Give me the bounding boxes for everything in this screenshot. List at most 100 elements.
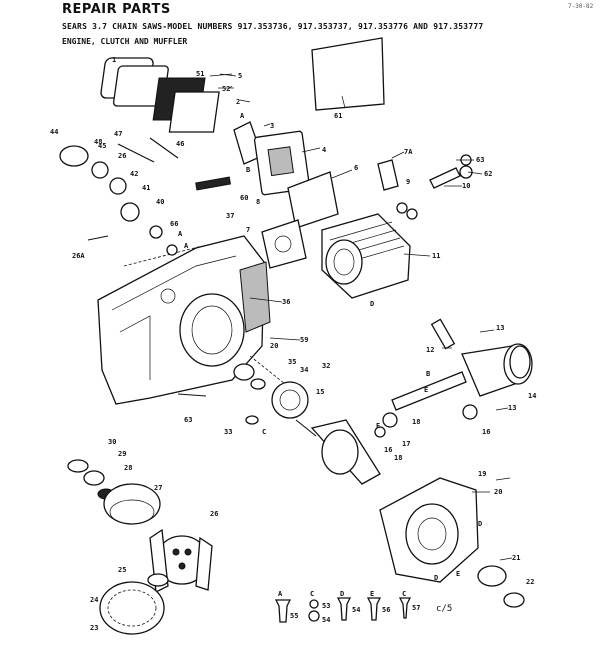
callout-c2: B <box>426 370 430 378</box>
callout-39: 41 <box>142 184 150 192</box>
instruction-card <box>311 37 385 111</box>
callout-23: 23 <box>90 624 98 632</box>
callout-57: 51 <box>196 70 204 78</box>
clutch-assembly <box>67 459 213 635</box>
callout-29: 29 <box>118 450 126 458</box>
callout-42: 44 <box>50 128 58 136</box>
callout-44: 46 <box>176 140 184 148</box>
callout-61: A <box>178 230 183 238</box>
callout-56: 52 <box>222 85 230 93</box>
callout-fast-a: A <box>278 590 283 598</box>
callout-c: D <box>370 300 374 308</box>
callout-b2: E <box>424 386 428 394</box>
page-title: REPAIR PARTS <box>62 2 171 17</box>
section-heading: ENGINE, CLUTCH AND MUFFLER <box>62 37 188 46</box>
callout-3: 3 <box>270 122 274 130</box>
callout-26a: 26A <box>72 252 85 260</box>
callout-55: 63 <box>476 156 484 164</box>
callout-26: 26 <box>118 152 126 160</box>
callout-51: 57 <box>412 604 420 612</box>
callout-fast-c: D <box>340 590 344 598</box>
callout-32: 34 <box>300 366 308 374</box>
fastener-legend <box>274 597 412 623</box>
callout-a: A <box>240 112 245 120</box>
callout-labels: 51 5 52 2 1 A 3 4 B 61 6 8 7 60 7A 9 63 … <box>50 56 536 632</box>
callout-48b: 54 <box>352 606 360 614</box>
callout-47: 48 <box>94 138 102 146</box>
spark-plug-assembly <box>377 154 473 220</box>
callout-13b: 13 <box>508 404 516 412</box>
callout-6: 6 <box>354 164 358 172</box>
callout-16a: 16 <box>482 428 490 436</box>
callout-fast-b: C <box>310 590 314 598</box>
callout-d4: E <box>456 570 460 578</box>
callout-d2: D <box>478 520 482 528</box>
callout-fast-d: E <box>370 590 374 598</box>
callout-49: 55 <box>290 612 298 620</box>
callout-21: 21 <box>512 554 520 562</box>
callout-62: A <box>184 242 189 250</box>
callout-26b: 26 <box>210 510 218 518</box>
callout-53: 61 <box>334 112 342 120</box>
callout-17: 17 <box>402 440 410 448</box>
callout-5: 5 <box>238 72 242 80</box>
callout-13a: 13 <box>496 324 504 332</box>
leader-lines <box>218 73 513 561</box>
callout-43: 45 <box>98 142 106 150</box>
callout-11: 11 <box>432 252 440 260</box>
callout-7: 7 <box>246 226 250 234</box>
callout-a2: B <box>246 166 250 174</box>
callout-15: 15 <box>316 388 324 396</box>
callout-10: 10 <box>462 182 470 190</box>
callout-31a: 32 <box>322 362 330 370</box>
callout-59: 63 <box>184 416 192 424</box>
callout-31b: 33 <box>224 428 232 436</box>
callout-40: 42 <box>130 170 138 178</box>
crankshaft-assembly <box>233 363 381 485</box>
callout-22: 20 <box>270 342 278 350</box>
callout-58: 59 <box>300 336 308 344</box>
callout-2: 2 <box>236 98 240 106</box>
callout-60: 66 <box>170 220 178 228</box>
callout-27: 27 <box>154 484 162 492</box>
callout-7a: 8 <box>256 198 260 206</box>
callout-1: 1 <box>112 56 116 64</box>
callout-34: 36 <box>282 298 290 306</box>
callout-52: 60 <box>240 194 248 202</box>
callout-46: 47 <box>114 130 122 138</box>
oil-pump-assembly <box>59 137 207 397</box>
callout-14: 14 <box>528 392 536 400</box>
callout-20: 20 <box>494 488 502 496</box>
air-filter-assembly <box>100 57 233 133</box>
callout-38: 40 <box>156 198 164 206</box>
cylinder <box>321 213 411 299</box>
callout-22b: 22 <box>526 578 534 586</box>
callout-fast-e: C <box>402 590 406 598</box>
footnote-mark: c/5 <box>436 604 453 614</box>
callout-50: 56 <box>382 606 390 614</box>
callout-4: 4 <box>322 146 326 154</box>
callout-18a: 18 <box>412 418 420 426</box>
crankcase-cover <box>379 477 525 608</box>
callout-d3: D <box>434 574 438 582</box>
page-mark: 7-30-82 <box>568 3 594 10</box>
carburetor-assembly <box>195 121 339 269</box>
callout-18b: 18 <box>394 454 402 462</box>
callout-33: 35 <box>288 358 296 366</box>
callout-12: 12 <box>426 346 434 354</box>
callout-24: 24 <box>90 596 98 604</box>
callout-35: 37 <box>226 212 234 220</box>
model-numbers-subtitle: SEARS 3.7 CHAIN SAWS-MODEL NUMBERS 917.3… <box>62 22 484 31</box>
callout-30: 30 <box>108 438 116 446</box>
callout-25: 25 <box>118 566 126 574</box>
callout-e2: E <box>376 422 380 430</box>
callout-47b: 53 <box>322 602 330 610</box>
callout-8: 7A <box>404 148 413 156</box>
callout-16b: 16 <box>384 446 392 454</box>
callout-28: 28 <box>124 464 132 472</box>
callout-54: 62 <box>484 170 492 178</box>
callout-48: 54 <box>322 616 330 624</box>
crankcase-housing <box>97 235 301 405</box>
